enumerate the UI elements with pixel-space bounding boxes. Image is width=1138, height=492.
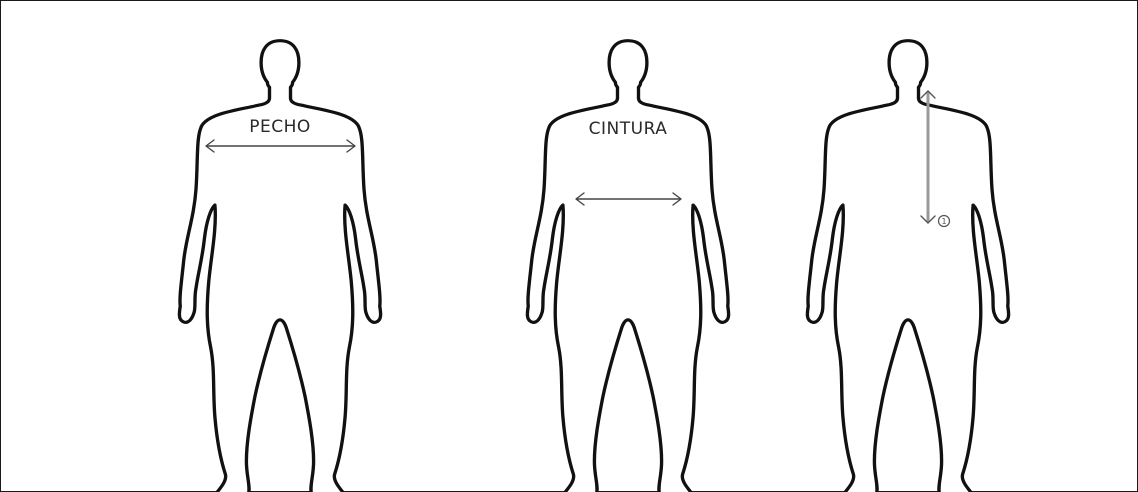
waist-label: CINTURA <box>589 119 668 139</box>
body-silhouette <box>527 41 728 492</box>
chest-label: PECHO <box>249 117 311 137</box>
back-marker: 1 <box>939 216 950 227</box>
figure-front-waist <box>527 41 728 492</box>
figure-front-chest <box>179 41 380 492</box>
back-marker-text: 1 <box>941 217 946 226</box>
body-silhouette <box>807 41 1008 492</box>
body-silhouette <box>179 41 380 492</box>
figure-back-length <box>807 41 1008 492</box>
